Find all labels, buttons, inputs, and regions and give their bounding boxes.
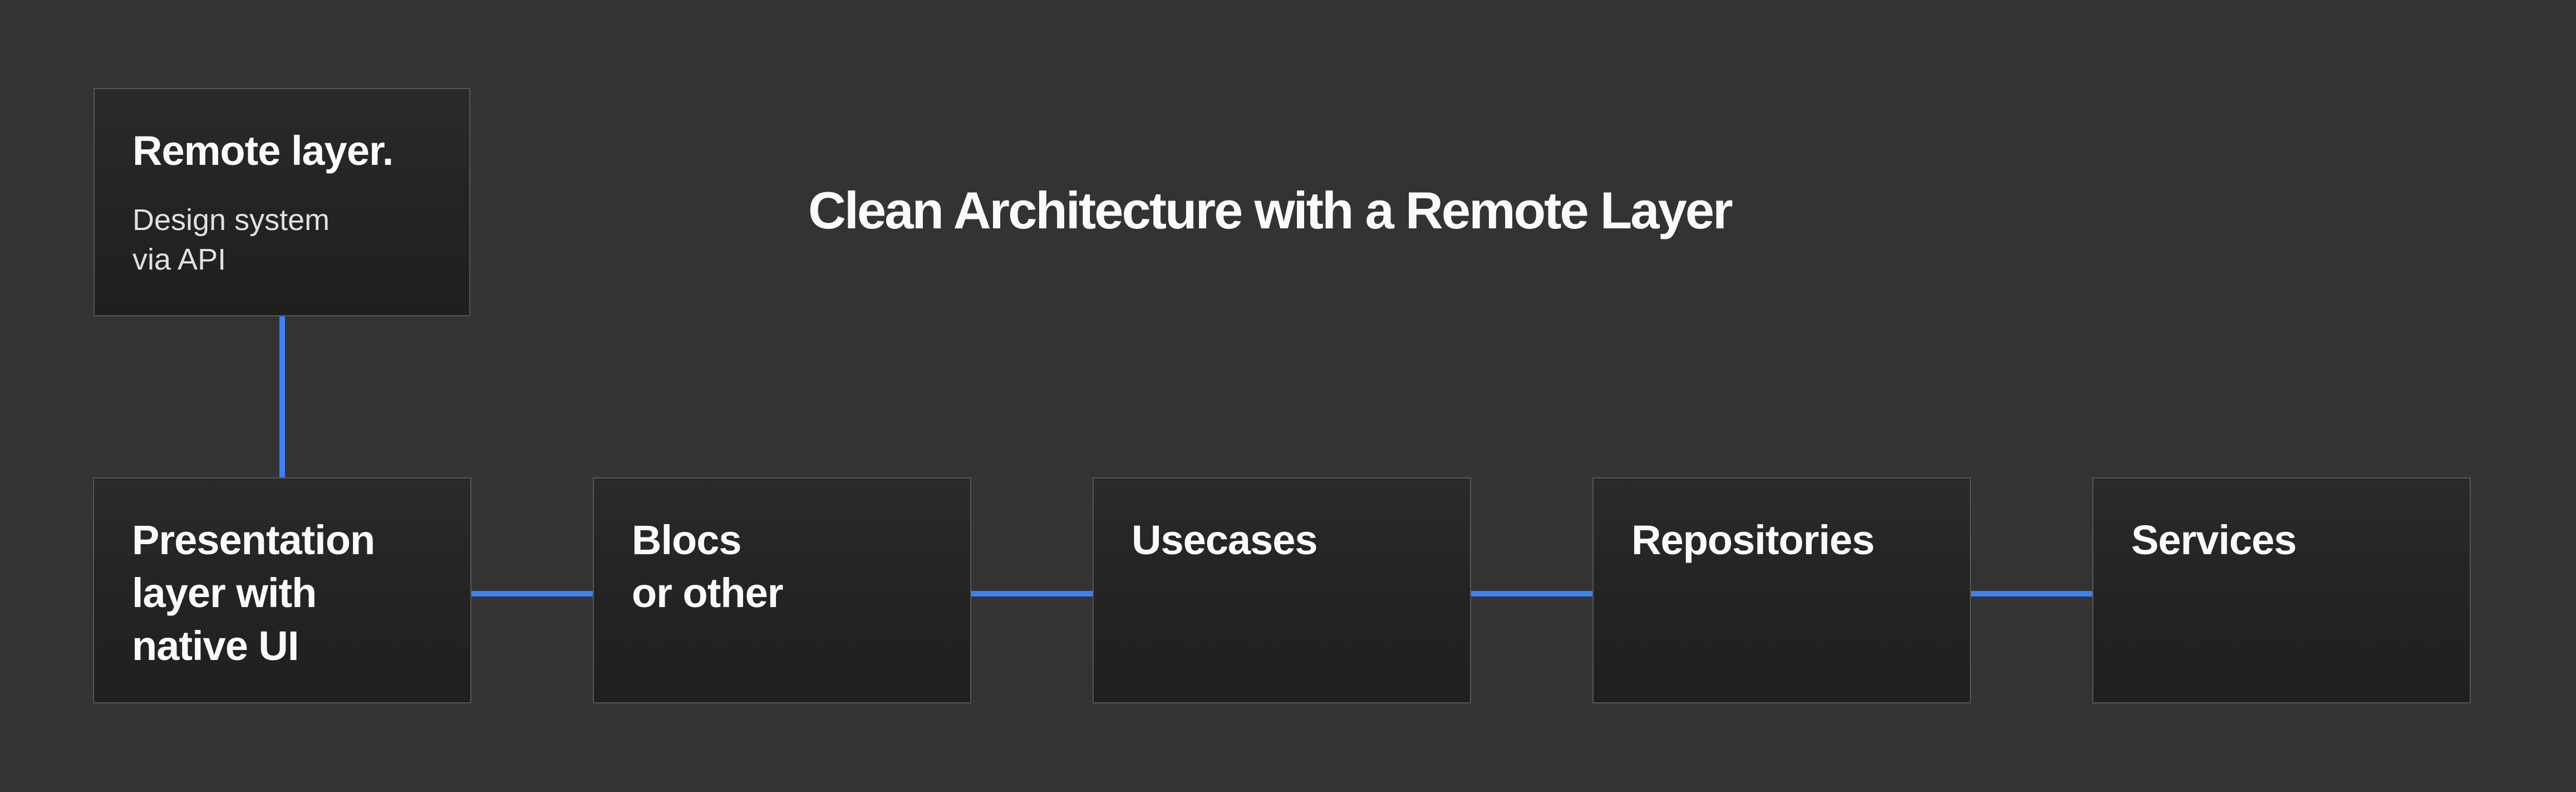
connector-repositories-to-services	[1970, 591, 2093, 597]
node-label-line: native UI	[132, 623, 299, 669]
node-usecases: Usecases	[1093, 477, 1471, 703]
node-label-line: Blocs	[632, 517, 742, 563]
node-remote-layer-heading: Remote layer.	[132, 124, 447, 177]
node-blocs: Blocs or other	[593, 477, 971, 703]
node-label-line: Repositories	[1631, 517, 1875, 563]
connector-presentation-to-blocs	[470, 591, 594, 597]
node-remote-layer-heading-text: Remote layer.	[132, 128, 394, 174]
node-remote-layer-subtitle: Design system via API	[132, 201, 447, 280]
node-label-line: or other	[632, 570, 784, 616]
node-remote-layer: Remote layer. Design system via API	[94, 88, 470, 316]
diagram-title: Clean Architecture with a Remote Layer	[808, 181, 1733, 239]
node-usecases-label: Usecases	[1132, 514, 1448, 566]
connector-remote-to-presentation	[279, 315, 285, 478]
node-label-line: Services	[2131, 517, 2297, 563]
node-remote-layer-subtitle-line: via API	[132, 243, 227, 276]
node-presentation-layer-label: Presentation layer with native UI	[132, 514, 448, 672]
node-blocs-label: Blocs or other	[632, 514, 948, 619]
node-label-line: Usecases	[1132, 517, 1318, 563]
node-services-label: Services	[2131, 514, 2447, 566]
node-repositories: Repositories	[1592, 477, 1971, 703]
node-repositories-label: Repositories	[1631, 514, 1948, 566]
node-label-line: layer with	[132, 570, 317, 616]
node-presentation-layer: Presentation layer with native UI	[93, 477, 471, 703]
node-label-line: Presentation	[132, 517, 375, 563]
node-services: Services	[2092, 477, 2471, 703]
node-remote-layer-subtitle-line: Design system	[132, 203, 330, 237]
connector-blocs-to-usecases	[970, 591, 1094, 597]
connector-usecases-to-repositories	[1470, 591, 1594, 597]
